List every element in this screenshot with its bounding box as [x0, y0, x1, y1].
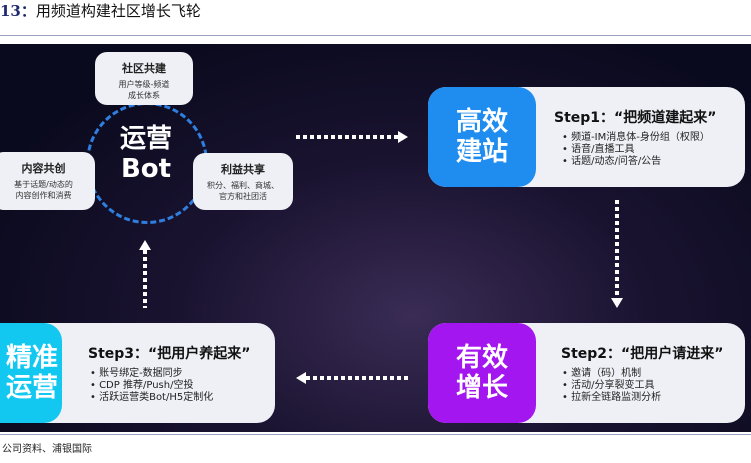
arrow-up-dotted: [143, 250, 147, 308]
arrow-left-head-icon: [296, 372, 306, 384]
top-divider: [0, 35, 751, 36]
step1-card: 高效建站 Step1：“把频道建起来” 频道-IM消息体-身份组（权限）语音/直…: [428, 87, 745, 187]
card-community-building: 社区共建 用户等级-频道成长体系: [95, 52, 193, 105]
step2-card: 有效增长 Step2：“把用户请进来” 邀请（码）机制活动/分享裂变工具拉新全链…: [428, 323, 745, 423]
step1-tile: 高效建站: [428, 87, 536, 187]
source-note: 公司资料、浦银国际: [2, 444, 92, 455]
card-content-cocreation: 内容共创 基于话题/动态的内容创作和消费: [0, 152, 95, 210]
arrow-left-dotted: [306, 376, 410, 380]
figure-title: 13：用频道构建社区增长飞轮: [0, 2, 201, 20]
step2-tile: 有效增长: [428, 323, 536, 423]
arrow-right-dotted: [296, 135, 398, 139]
step3-tile: 精准运营: [0, 323, 62, 423]
card-benefit-sharing: 利益共享 积分、福利、商城、官方和社团活: [193, 153, 293, 210]
arrow-down-head-icon: [611, 298, 623, 308]
arrow-up-head-icon: [139, 240, 151, 250]
bottom-divider: [0, 434, 751, 435]
arrow-right-head-icon: [398, 131, 408, 143]
arrow-down-dotted: [615, 200, 619, 298]
step3-card: 精准运营 Step3：“把用户养起来” 账号绑定-数据同步CDP 推荐/Push…: [0, 323, 275, 423]
